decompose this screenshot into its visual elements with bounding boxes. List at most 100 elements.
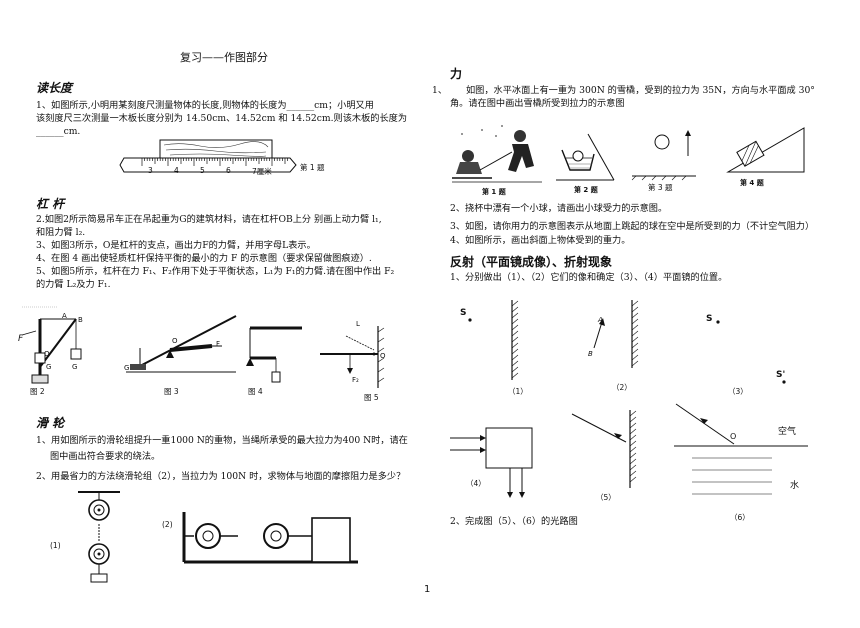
fig5-label-L: L — [356, 320, 360, 328]
section-heading-length: 读长度 — [36, 81, 73, 95]
force-fig1-caption: 第 1 题 — [482, 188, 506, 196]
pulley-q1-line1: 1、用如图所示的滑轮组提升一重1000 N的重物，当绳所承受的最大拉力为400 … — [36, 435, 408, 446]
optics-fig5-caption: （5） — [596, 493, 616, 502]
pulley-fig1-label: (1) — [50, 541, 61, 550]
mirror-hatch — [511, 366, 519, 373]
mirror-hatch — [631, 336, 639, 343]
document-title: 复习——作图部分 — [180, 51, 268, 64]
force-q3: 3、如图，请你用力的示意图表示从地面上跳起的球在空中是所受到的力（不计空气阻力） — [450, 221, 815, 232]
force-fig3-caption: 第 3 题 — [648, 183, 673, 192]
mirror-hatch — [511, 348, 519, 355]
optics-fig6-label-air: 空气 — [778, 427, 797, 437]
lever-fig5 — [320, 326, 385, 388]
lever-q2-line2: 和阻力臂 l₂. — [36, 227, 86, 238]
mirror-hatch — [631, 318, 639, 325]
lever-fig3-caption: 图 3 — [164, 387, 179, 396]
mirror-hatch — [631, 300, 639, 307]
optics-fig5 — [571, 410, 637, 488]
mirror-hatch — [511, 306, 519, 313]
force-fig2-caption: 第 2 题 — [574, 186, 598, 194]
pulley-q1-line2: 图中画出符合要求的绕法。 — [50, 451, 161, 462]
lever-fig2-crane — [21, 306, 82, 384]
lever-fig3 — [126, 315, 237, 373]
fig2-label-O: O — [44, 350, 50, 358]
pulley-fig1 — [78, 491, 120, 583]
optics-fig4 — [450, 427, 533, 498]
lever-fig2-caption: 图 2 — [30, 387, 45, 396]
mirror-hatch — [511, 324, 519, 331]
optics-fig3-label-S: S — [706, 314, 713, 324]
fig2-label-B: B — [78, 316, 83, 324]
force-q4: 4、如图所示，画出斜面上物体受到的重力。 — [450, 235, 631, 246]
fig3-label-G: G — [124, 364, 130, 372]
optics-fig2-caption: （2） — [612, 383, 632, 392]
mirror-hatch — [629, 416, 637, 423]
lever-q4: 4、在图 4 画出使轻质杠杆保持平衡的最小的力 F 的示意图（要求保留做图痕迹）… — [36, 253, 372, 264]
mirror-hatch — [511, 318, 519, 325]
lever-q5-line2: 的力臂 L₂及力 F₁. — [36, 279, 111, 290]
lever-fig4 — [246, 326, 302, 383]
mirror-hatch — [631, 312, 639, 319]
ruler-tick-label: 3 — [148, 166, 153, 175]
optics-q1: 1、分别做出（1）、（2）它们的像和确定（3）、（4）平面镜的位置。 — [450, 272, 728, 283]
lever-q3: 3、如图3所示，O是杠杆的支点，画出力F的力臂，并用字母L表示。 — [36, 240, 316, 251]
fig2-label-G1: G — [46, 363, 52, 371]
mirror-hatch — [629, 410, 637, 417]
optics-fig6 — [674, 403, 808, 495]
fig2-label-G2: G — [72, 363, 78, 371]
mirror-hatch — [511, 372, 519, 379]
mirror-hatch — [631, 342, 639, 349]
optics-fig6-label-O: O — [730, 432, 737, 441]
mirror-hatch — [631, 354, 639, 361]
mirror-hatch — [631, 306, 639, 313]
section-heading-force: 力 — [450, 67, 463, 81]
fig3-label-O: O — [172, 337, 178, 345]
force-q1-num: 1、 — [432, 85, 448, 96]
mirror-hatch — [511, 354, 519, 361]
optics-fig4-caption: （4） — [466, 479, 486, 488]
optics-fig1-caption: （1） — [508, 387, 528, 396]
length-q1-line1: 1、如图所示,小明用某刻度尺测量物体的长度,则物体的长度为______cm；小明… — [36, 100, 374, 111]
optics-fig6-label-water: 水 — [790, 481, 800, 491]
section-heading-lever: 杠 杆 — [36, 197, 65, 211]
optics-fig6-caption: （6） — [730, 513, 750, 522]
pulley-fig2-label: (2) — [162, 520, 173, 529]
mirror-hatch — [629, 440, 637, 447]
force-fig4-caption: 第 4 题 — [740, 179, 764, 187]
section-heading-optics: 反射（平面镜成像）、折射现象 — [450, 255, 613, 269]
ruler-tick-label: 7厘米 — [252, 167, 272, 176]
mirror-hatch — [631, 360, 639, 367]
pulley-fig2 — [182, 512, 358, 564]
lever-fig5-caption: 图 5 — [364, 393, 379, 402]
fig5-label-F2: F₂ — [352, 376, 359, 384]
ruler-tick-label: 5 — [200, 166, 205, 175]
optics-fig2-label-A: A — [598, 316, 603, 324]
mirror-hatch — [511, 342, 519, 349]
optics-fig2-label-B: B — [588, 350, 593, 358]
ruler-figure — [119, 139, 297, 173]
optics-fig3-caption: （3） — [728, 387, 748, 396]
force-q2: 2、挠杯中漂有一个小球，请画出小球受力的示意图。 — [450, 203, 668, 214]
force-q1-line2: 角。请在图中画出雪橇所受到拉力的示意图 — [450, 98, 625, 109]
pulley-q2: 2、用最省力的方法绕滑轮组（2），当拉力为 100N 时，求物体与地面的摩擦阻力… — [36, 471, 406, 482]
lever-fig4-caption: 图 4 — [248, 387, 263, 396]
mirror-hatch — [629, 452, 637, 459]
fig2-label-F: F — [18, 334, 24, 344]
ruler-fig-caption: 第 1 题 — [300, 163, 325, 172]
fig3-label-F: F — [216, 340, 221, 348]
mirror-hatch — [629, 434, 637, 441]
section-heading-pulley: 滑 轮 — [36, 416, 65, 430]
force-fig2-cup — [556, 133, 615, 181]
optics-fig3-label-Sprime: S' — [776, 370, 786, 380]
mirror-hatch — [511, 336, 519, 343]
optics-fig2 — [593, 300, 639, 368]
optics-fig1 — [468, 300, 519, 380]
mirror-hatch — [511, 300, 519, 307]
length-q1-line2: 该刻度尺三次测量一木板长度分别为 14.50cm、14.52cm 和 14.52… — [36, 113, 408, 124]
ruler-tick-labels: 3 4 5 6 7厘米 — [148, 166, 288, 178]
mirror-hatch — [631, 348, 639, 355]
ruler-tick-label: 6 — [226, 166, 231, 175]
ruler-tick-label: 4 — [174, 166, 179, 175]
force-fig3-ball — [631, 130, 696, 181]
mirror-hatch — [629, 446, 637, 453]
